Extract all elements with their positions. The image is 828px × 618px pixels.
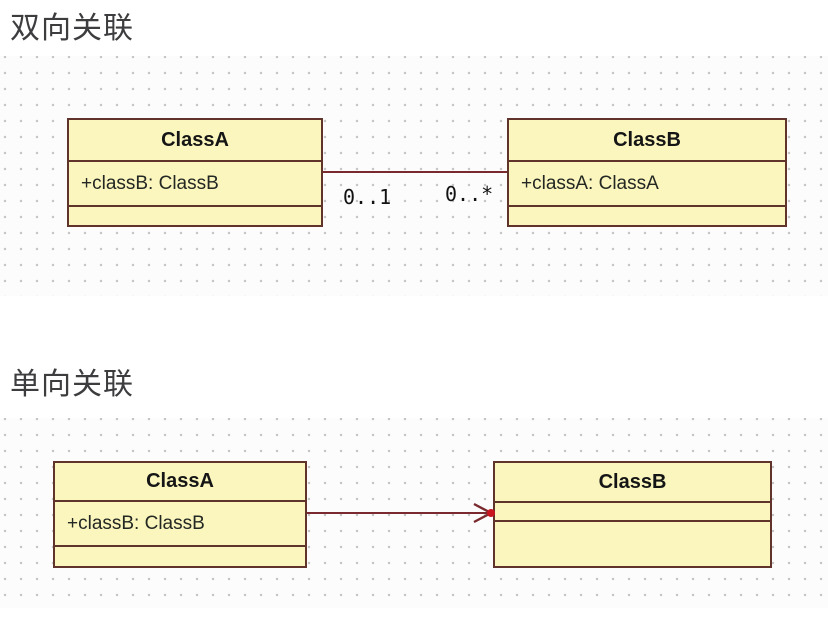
class-attribute: +classB: ClassB (55, 502, 305, 547)
class-methods-empty (69, 207, 321, 225)
class-box-classb-bidirectional: ClassB +classA: ClassA (507, 118, 787, 227)
association-line-directed (307, 512, 488, 514)
class-attribute: +classB: ClassB (69, 162, 321, 207)
open-arrowhead-icon (473, 502, 495, 524)
section-title-bidirectional: 双向关联 (10, 12, 134, 45)
class-box-classa-bidirectional: ClassA +classB: ClassB (67, 118, 323, 227)
class-methods-empty (495, 522, 770, 566)
class-methods-empty (509, 207, 785, 225)
class-methods-empty (55, 547, 305, 566)
class-name: ClassA (55, 463, 305, 502)
multiplicity-label-from: 0..1 (343, 185, 392, 209)
class-attribute: +classA: ClassA (509, 162, 785, 207)
class-name: ClassB (495, 463, 770, 503)
class-box-classa-unidirectional: ClassA +classB: ClassB (53, 461, 307, 568)
class-attribute-empty (495, 503, 770, 522)
connection-point-dot (487, 509, 495, 517)
association-line-bidirectional (323, 171, 507, 173)
class-name: ClassB (509, 120, 785, 162)
multiplicity-label-to: 0..* (445, 182, 494, 206)
section-title-unidirectional: 单向关联 (10, 368, 134, 401)
class-box-classb-unidirectional: ClassB (493, 461, 772, 568)
class-name: ClassA (69, 120, 321, 162)
